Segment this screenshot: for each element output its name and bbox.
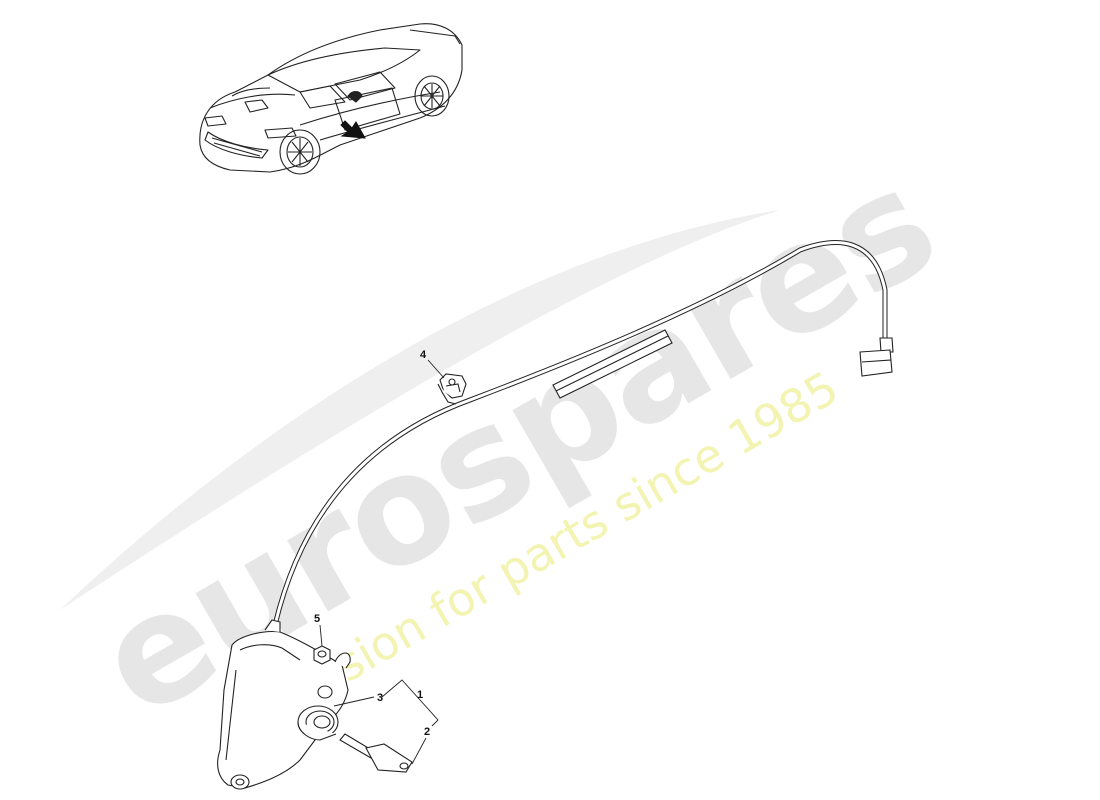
location-arrow-icon — [340, 120, 366, 139]
cable-sleeve — [552, 329, 673, 399]
cable-clip — [437, 373, 467, 405]
callout-3: 3 — [377, 692, 383, 704]
leader-lines — [319, 359, 445, 765]
release-cable — [272, 240, 888, 628]
callout-1: 1 — [417, 689, 423, 701]
callout-4: 4 — [420, 349, 427, 361]
callout-5: 5 — [314, 613, 320, 625]
nut — [313, 645, 331, 665]
key — [339, 733, 413, 773]
callout-2: 2 — [424, 726, 430, 738]
watermark-brand: eurospares — [71, 136, 962, 751]
cable-connector — [859, 337, 894, 377]
actuator-housing — [217, 619, 351, 790]
car-thumbnail — [199, 23, 463, 175]
